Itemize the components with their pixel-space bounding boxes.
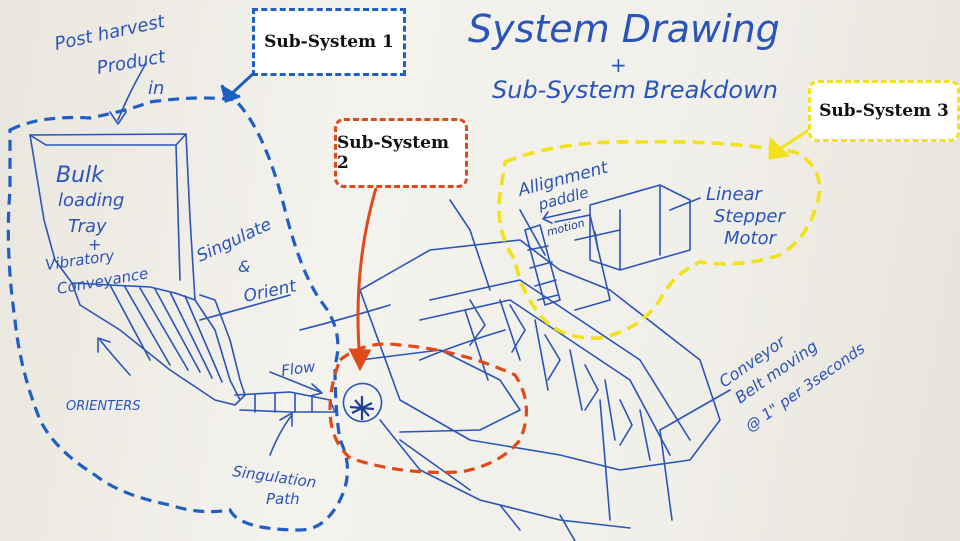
label-loading: loading (58, 190, 124, 211)
conveyor-base (379, 419, 631, 541)
alignment-paddle (524, 214, 611, 311)
flow-arrow (269, 371, 323, 397)
orienter-rail (194, 299, 241, 401)
label-stepper: Stepper (714, 206, 786, 227)
bulk-tray-rim (29, 133, 187, 146)
bulk-tray-outline (29, 133, 196, 301)
product-chevrons (469, 299, 633, 446)
singulation-arrow (269, 412, 293, 456)
label-singulate: Singulate (194, 215, 275, 267)
rotary-wheel-spokes (349, 396, 375, 420)
label-tray: Tray (68, 216, 107, 237)
post-harvest-arrow (109, 64, 146, 125)
rotary-wheel-outline (342, 382, 383, 423)
conveyor-rollers (464, 299, 651, 461)
label-product: Product (95, 46, 168, 79)
callout-sub-system-3: Sub-System 3 (808, 80, 960, 142)
page-title-part: System Drawing (468, 7, 780, 51)
orienter-funnel (71, 282, 246, 406)
sub-system-2-boundary (328, 342, 529, 475)
sub-system-2-arrow (348, 187, 378, 372)
stepper-pointer (669, 197, 701, 211)
label-orienters: ORIENTERS (66, 399, 140, 414)
paddle-stripes (527, 245, 559, 301)
conveyor-pointer (659, 389, 731, 431)
label-ampersand: & (238, 257, 250, 276)
conveyor-legs (449, 199, 673, 521)
singulation-ticks (254, 392, 313, 413)
page-subtitle: Sub-System Breakdown (492, 76, 778, 104)
motion-arrow (542, 209, 581, 224)
callout-sub-system-2: Sub-System 2 (334, 118, 468, 188)
orienter-fins (109, 284, 223, 383)
label-path: Path (266, 490, 300, 508)
label-flow: Flow (280, 357, 317, 380)
sub-system-3-arrow (768, 124, 816, 160)
label-singulation: Singulation (231, 462, 317, 492)
label-in: in (148, 78, 164, 99)
label-tray-plus: + (88, 235, 101, 254)
stepper-motor-body (589, 184, 691, 271)
title-plus: + (610, 53, 627, 77)
label-linear: Linear (706, 184, 764, 205)
label-bulk: Bulk (56, 163, 105, 188)
label-orient: Orient (242, 276, 299, 307)
background-swoop (199, 294, 506, 361)
orienters-arrow (97, 337, 131, 376)
sub-system-3-boundary (497, 139, 822, 340)
singulation-path (234, 391, 336, 413)
sub2-housing (359, 349, 521, 433)
stepper-motor-shaft (574, 229, 621, 251)
label-motor: Motor (724, 228, 778, 249)
conveyor-frame (359, 239, 721, 471)
callout-sub-system-1: Sub-System 1 (252, 8, 406, 76)
sub-system-1-arrow (220, 70, 257, 103)
label-vibratory: Vibratory (44, 246, 116, 274)
sub-system-1-boundary (6, 96, 350, 532)
